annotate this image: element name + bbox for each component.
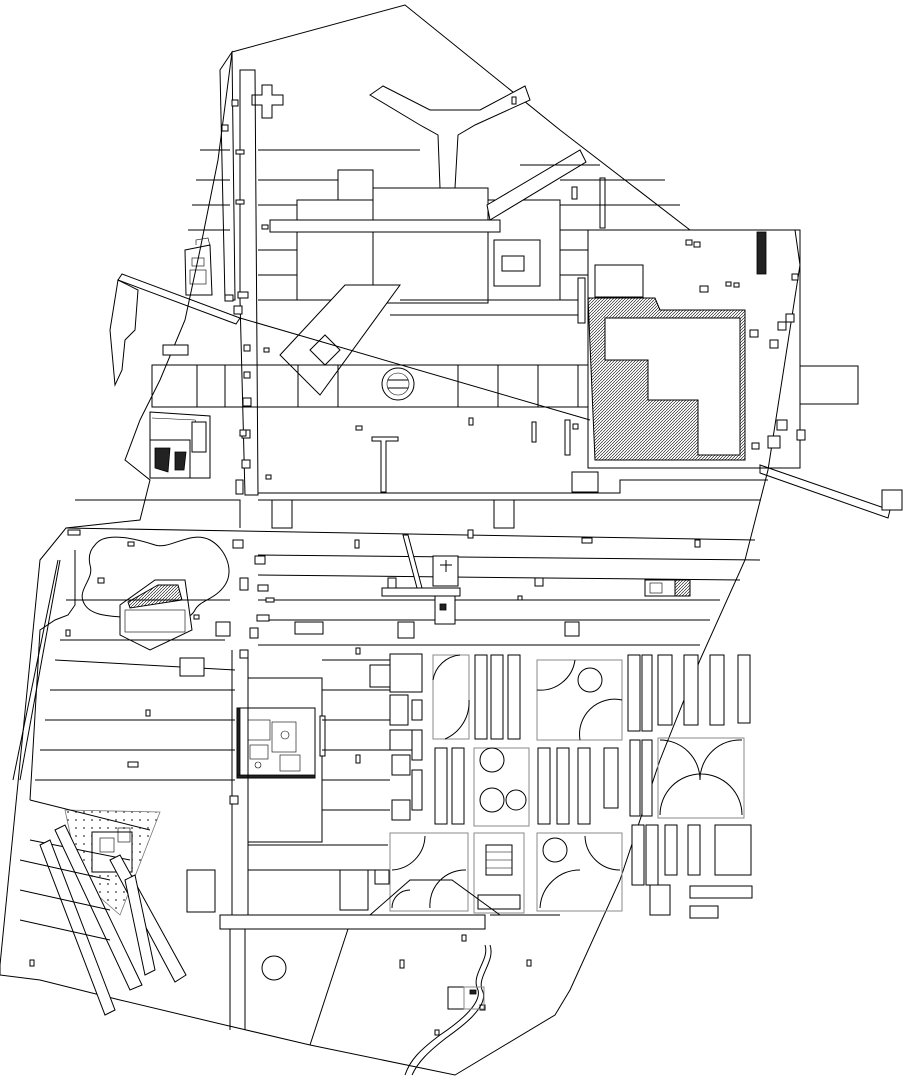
north-parcel-lines xyxy=(188,149,680,316)
east-small-building xyxy=(644,579,691,597)
plaza-markers xyxy=(258,417,768,494)
west-small-building xyxy=(109,237,213,387)
pond-pavilion xyxy=(81,536,249,651)
cross-kiosk xyxy=(251,84,284,119)
west-parcel-lines xyxy=(12,550,236,801)
diagonal-axis xyxy=(117,273,903,519)
y-shaped-building xyxy=(369,85,531,189)
avenue-south xyxy=(186,650,393,915)
central-block-complex xyxy=(269,149,606,396)
diagonal-slabs xyxy=(19,824,187,1016)
main-east-west-road xyxy=(65,499,760,549)
central-east-parcels xyxy=(215,534,761,659)
west-museum-building xyxy=(149,411,247,479)
residential-district xyxy=(389,653,753,919)
south-area xyxy=(29,879,560,1076)
central-square-building xyxy=(236,677,326,843)
cultural-center-building xyxy=(571,229,859,493)
main-avenue xyxy=(219,50,272,496)
